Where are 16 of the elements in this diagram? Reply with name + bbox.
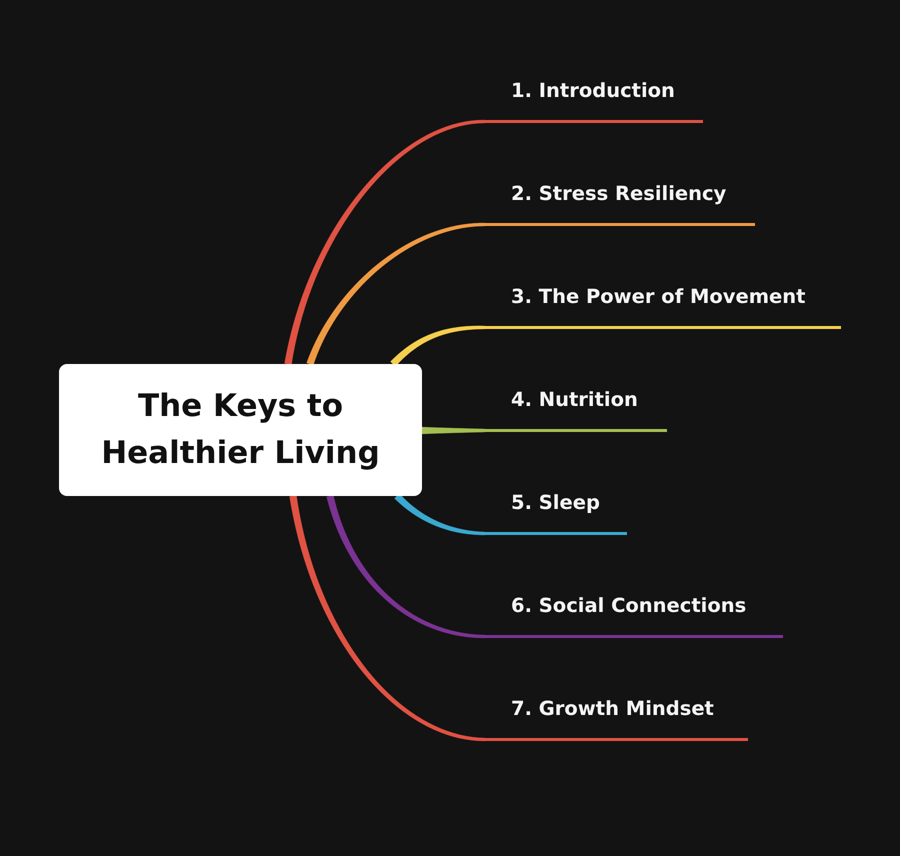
topic-label: 5. Sleep xyxy=(485,487,627,535)
branch-line xyxy=(390,326,486,367)
topic-label: 2. Stress Resiliency xyxy=(485,178,755,226)
topic-label: 7. Growth Mindset xyxy=(485,693,748,741)
topic-label: 1. Introduction xyxy=(485,75,703,123)
topic-label: 4. Nutrition xyxy=(485,384,667,432)
central-topic-box xyxy=(59,364,422,496)
branch-line xyxy=(394,493,486,536)
branch-line xyxy=(306,222,486,366)
topic-label: 3. The Power of Movement xyxy=(485,281,841,329)
branch-line xyxy=(289,495,486,742)
branch-line xyxy=(284,120,486,365)
branch-line xyxy=(326,495,486,638)
central-topic-title: The Keys to Healthier Living xyxy=(100,387,381,473)
branch-line xyxy=(422,426,486,434)
topic-label: 6. Social Connections xyxy=(485,590,783,638)
